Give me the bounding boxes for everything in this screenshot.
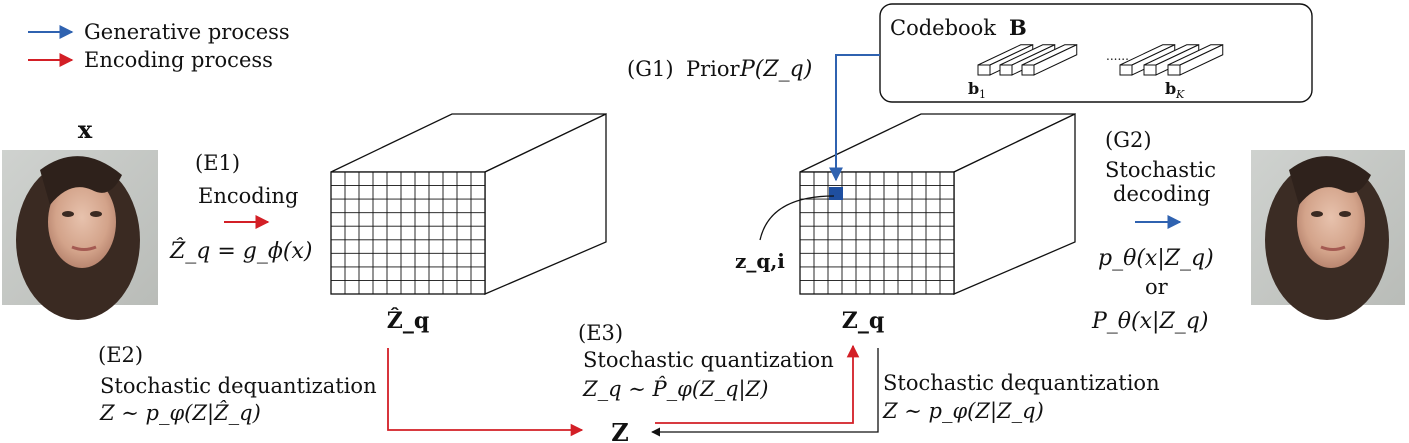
e2-tag: (E2) — [98, 343, 143, 367]
tensor-right-label: Z_q — [842, 308, 884, 334]
dequant-right-name: Stochastic dequantization — [883, 371, 1160, 395]
dequant-right-arrow — [651, 348, 879, 437]
middle-z-label: Z — [611, 418, 629, 443]
g1-tag: (G1) — [627, 57, 674, 81]
codebook-vector — [1021, 43, 1078, 76]
e2-arrow — [387, 348, 584, 437]
codebook-first-label: b — [968, 79, 979, 98]
dequant-right-formula: Z ∼ p_φ(Z|Z_q) — [882, 399, 1044, 424]
g1-arrow — [829, 54, 880, 182]
codebook-last-label: b — [1165, 79, 1176, 98]
e2-formula: Z ∼ p_φ(Z|Ẑ_q) — [99, 401, 261, 426]
codebook-vector — [1167, 43, 1224, 76]
tensor-right-grid — [800, 172, 954, 294]
tensor-left: Ẑ_q — [330, 112, 607, 334]
step-dequant-right: Stochastic dequantization Z ∼ p_φ(Z|Z_q) — [651, 348, 1160, 437]
input-face-image: x — [2, 115, 158, 320]
step-e1: (E1) Encoding Ẑ_q = g_ϕ(x) — [169, 151, 312, 264]
step-e3: (E3) Stochastic quantization Z_q ∼ P̂_φ(… — [578, 321, 860, 424]
input-x-label: x — [78, 115, 93, 144]
g2-tag: (G2) — [1105, 128, 1152, 152]
g2-formula1: p_θ(x|Z_q) — [1098, 246, 1214, 271]
tensor-left-grid — [331, 172, 485, 294]
step-e2: (E2) Stochastic dequantization Z ∼ p_φ(Z… — [98, 343, 584, 437]
codebook-ellipsis: ...... — [1106, 49, 1129, 63]
g2-or: or — [1145, 275, 1169, 299]
selected-codeword-cell — [829, 187, 843, 200]
g2-formula2: P_θ(x|Z_q) — [1091, 309, 1208, 334]
codebook-first-sub: 1 — [979, 88, 986, 101]
e2-name: Stochastic dequantization — [100, 374, 377, 398]
e3-formula: Z_q ∼ P̂_φ(Z_q|Z) — [582, 377, 768, 402]
codebook-title: Codebook — [890, 16, 996, 40]
g2-name-line2: decoding — [1113, 182, 1210, 206]
g1-formula: P(Z_q) — [739, 57, 812, 82]
codebook-vector — [1143, 43, 1200, 76]
g1-name: Prior — [686, 57, 741, 81]
codebook-vectors — [977, 43, 1224, 76]
element-pointer — [759, 195, 835, 241]
codebook-last-sub: K — [1175, 88, 1185, 101]
output-face-image — [1251, 150, 1405, 320]
g2-name-line1: Stochastic — [1105, 158, 1216, 182]
legend: Generative process Encoding process — [28, 20, 290, 72]
step-g2: (G2) Stochastic decoding p_θ(x|Z_q) or P… — [1091, 128, 1216, 334]
element-label: z_q,i — [735, 249, 785, 273]
e3-name: Stochastic quantization — [583, 348, 834, 372]
codebook-vector — [1119, 43, 1176, 76]
legend-generative-label: Generative process — [84, 20, 290, 44]
tensor-right: z_q,i Z_q — [735, 112, 1076, 334]
step-g1: (G1) Prior P(Z_q) — [627, 54, 880, 182]
codebook-symbol: B — [1009, 15, 1027, 40]
e1-name: Encoding — [198, 184, 298, 208]
e1-formula: Ẑ_q = g_ϕ(x) — [169, 237, 312, 264]
legend-encoding-label: Encoding process — [84, 48, 273, 72]
e3-arrow — [655, 344, 860, 424]
tensor-left-label: Ẑ_q — [387, 307, 429, 334]
e3-tag: (E3) — [578, 321, 623, 345]
codebook: Codebook B ...... b 1 b K — [879, 3, 1313, 103]
e1-tag: (E1) — [195, 151, 240, 175]
